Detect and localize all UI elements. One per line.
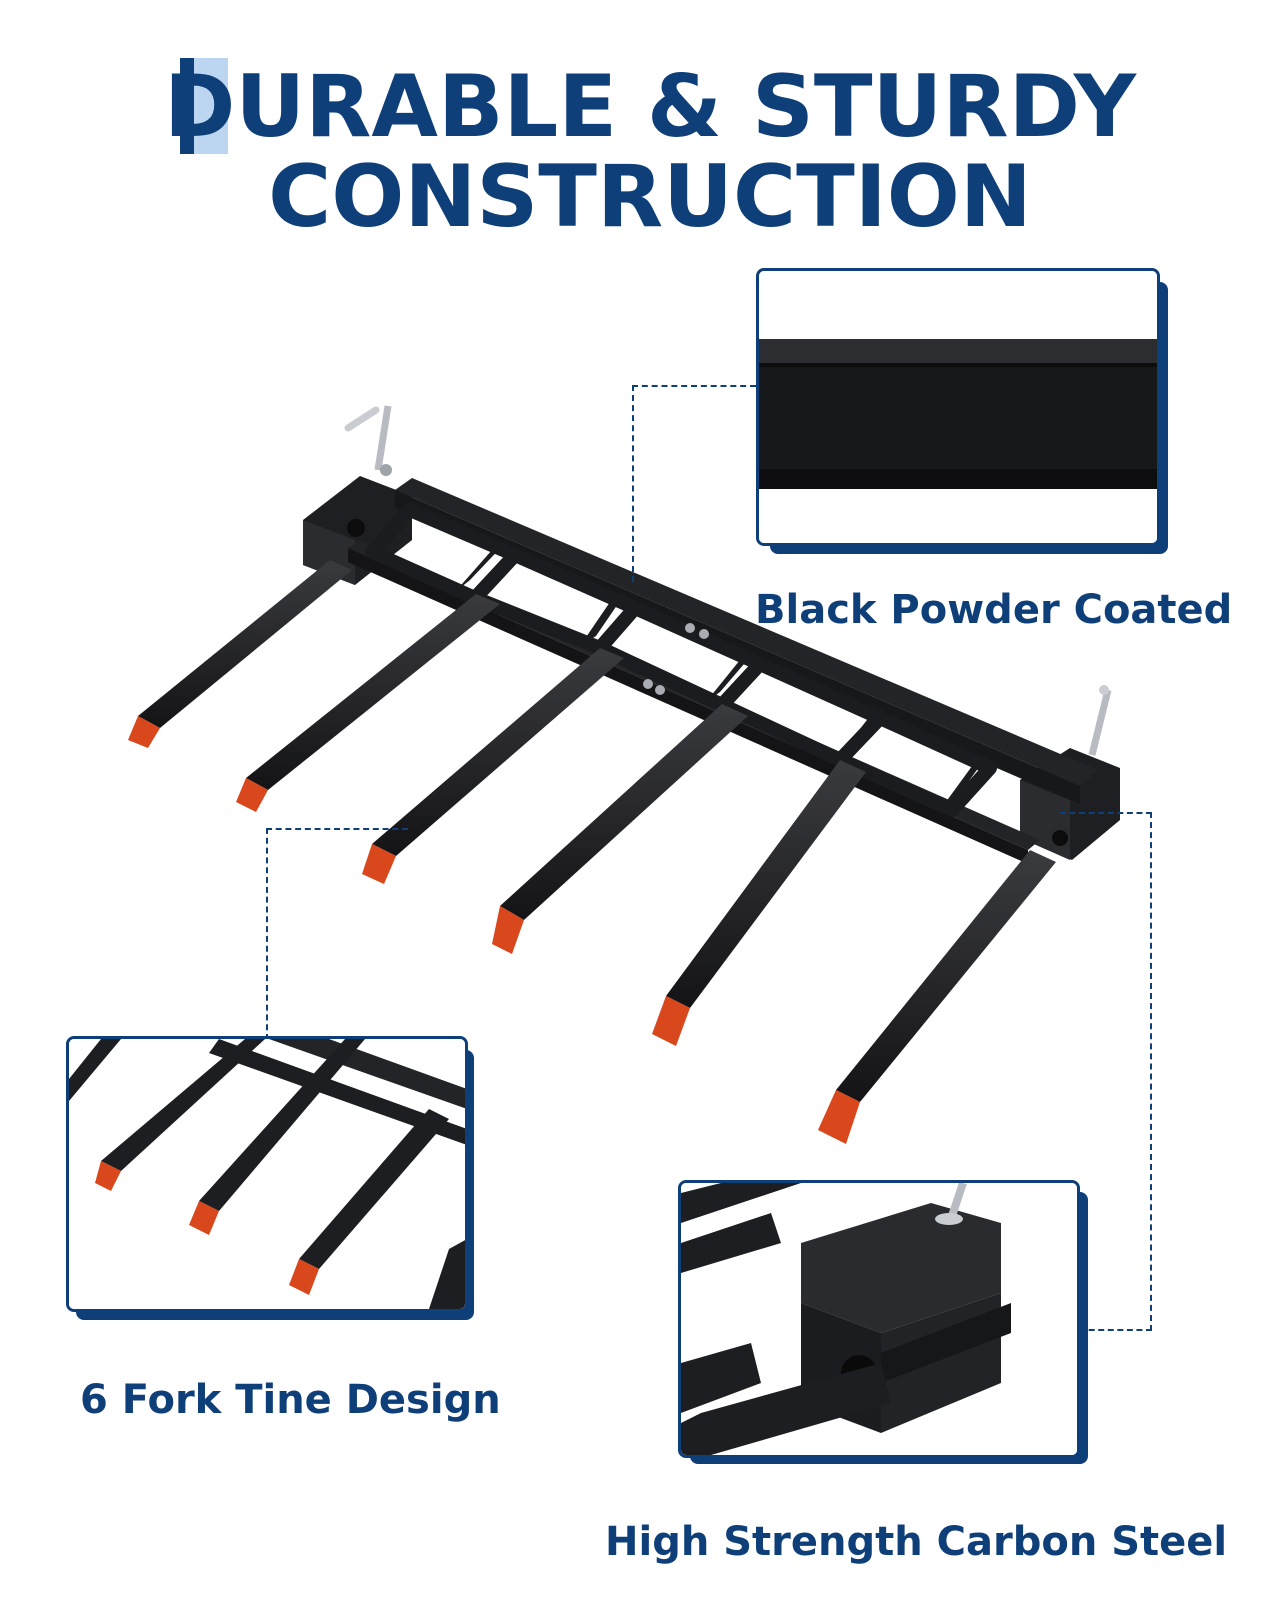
inset-powder-coated xyxy=(756,268,1160,546)
black-powder-coated-bar-icon xyxy=(759,271,1157,543)
headline: DURABLE & STURDY CONSTRUCTION xyxy=(0,52,1280,242)
fork-tine-6 xyxy=(818,850,1056,1144)
fork-tine-5 xyxy=(652,760,866,1046)
fork-tines-closeup-icon xyxy=(69,1039,465,1309)
caption-high-strength-carbon-steel: High Strength Carbon Steel xyxy=(605,1519,1228,1565)
fork-tine-4 xyxy=(492,704,748,954)
right-mount-bracket xyxy=(1020,685,1120,860)
frame-bolts xyxy=(643,623,709,695)
inset-fork-tines xyxy=(66,1036,468,1312)
connector-line-left xyxy=(266,828,408,1040)
connector-line-right xyxy=(1060,812,1152,1331)
caption-six-fork-tine-design: 6 Fork Tine Design xyxy=(80,1377,501,1423)
fork-tine-1 xyxy=(128,560,352,748)
bracket-bolt-closeup-icon xyxy=(681,1183,1077,1455)
headline-line-1: DURABLE & STURDY xyxy=(163,57,1137,157)
fork-tine-2 xyxy=(236,594,500,812)
inset-carbon-steel xyxy=(678,1180,1080,1458)
caption-black-powder-coated: Black Powder Coated xyxy=(755,587,1233,633)
headline-accent-bar xyxy=(180,58,194,154)
fork-tine-3 xyxy=(362,648,624,884)
connector-line-top xyxy=(632,385,756,582)
headline-accent-highlight xyxy=(194,58,228,154)
headline-line-2: CONSTRUCTION xyxy=(268,147,1032,247)
